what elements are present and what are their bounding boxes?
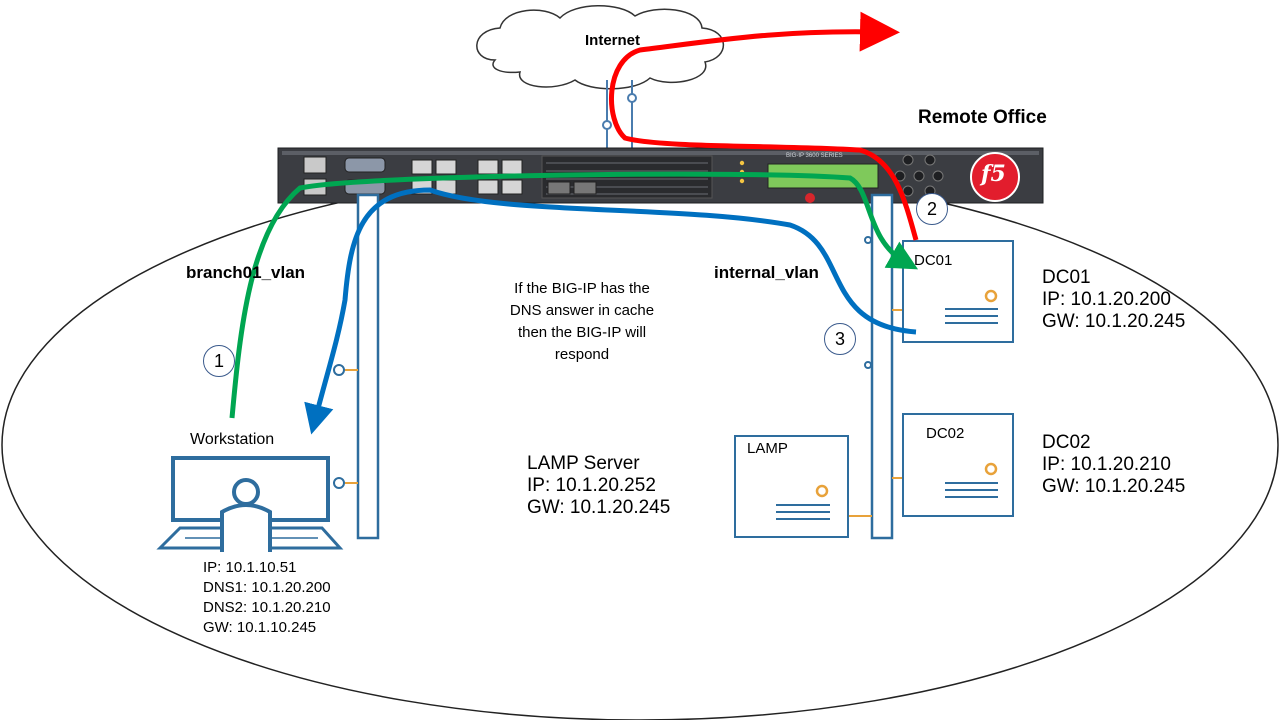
workstation-gw: GW: 10.1.10.245	[203, 619, 317, 636]
dc01-title: DC01	[1042, 267, 1091, 288]
f5-logo-icon	[970, 152, 1020, 202]
lamp-box-label: LAMP	[747, 440, 788, 457]
internal-vlan-label: internal_vlan	[714, 263, 819, 282]
dc02-gw: GW: 10.1.20.245	[1042, 476, 1186, 497]
recursive-path-red	[609, 11, 919, 241]
branch-vlan-bar	[333, 193, 380, 540]
workstation-icon	[156, 456, 344, 552]
dc02-box-label: DC02	[926, 425, 965, 442]
internet-label: Internet	[585, 32, 641, 49]
response-path-blue	[304, 187, 917, 435]
dc02-ip: IP: 10.1.20.210	[1042, 454, 1171, 475]
lamp-gw: GW: 10.1.20.245	[527, 497, 671, 518]
dc02-title: DC02	[1042, 432, 1091, 453]
lamp-title: LAMP Server	[527, 453, 640, 474]
cache-note-line: then the BIG-IP will	[517, 324, 647, 341]
workstation-dns1: DNS1: 10.1.20.200	[203, 579, 331, 596]
step-3-badge: 3	[824, 323, 856, 355]
lamp-server-icon	[734, 435, 849, 538]
remote-office-label: Remote Office	[918, 107, 1047, 128]
workstation-title: Workstation	[190, 431, 275, 448]
branch-vlan-label: branch01_vlan	[186, 263, 306, 282]
cache-note-line: DNS answer in cache	[509, 302, 655, 319]
f5-logo-text: f5	[981, 161, 1006, 187]
dc01-info: DC01 IP: 10.1.20.200 GW: 10.1.20.245	[1042, 267, 1185, 333]
dc01-gw: GW: 10.1.20.245	[1042, 311, 1186, 332]
dc02-server-icon	[902, 413, 1014, 517]
dc02-info: DC02 IP: 10.1.20.210 GW: 10.1.20.245	[1042, 432, 1185, 498]
workstation-info: IP: 10.1.10.51 DNS1: 10.1.20.200 DNS2: 1…	[203, 558, 331, 638]
dc01-box-label: DC01	[914, 252, 953, 269]
cache-note-line: If the BIG-IP has the	[514, 280, 650, 297]
cache-note-line: respond	[554, 346, 610, 363]
step-1-badge: 1	[203, 345, 235, 377]
lamp-info: LAMP Server IP: 10.1.20.252 GW: 10.1.20.…	[527, 453, 670, 519]
workstation-ip: IP: 10.1.10.51	[203, 559, 297, 576]
workstation-dns2: DNS2: 10.1.20.210	[203, 599, 331, 616]
cache-note: If the BIG-IP has the DNS answer in cach…	[492, 278, 672, 366]
dc01-ip: IP: 10.1.20.200	[1042, 289, 1171, 310]
lamp-ip: IP: 10.1.20.252	[527, 475, 656, 496]
appliance-model-text: BIG-IP 3600 SERIES	[786, 153, 843, 159]
query-path-green	[229, 171, 919, 419]
dc01-server-icon	[902, 240, 1014, 343]
step-2-badge: 2	[916, 193, 948, 225]
